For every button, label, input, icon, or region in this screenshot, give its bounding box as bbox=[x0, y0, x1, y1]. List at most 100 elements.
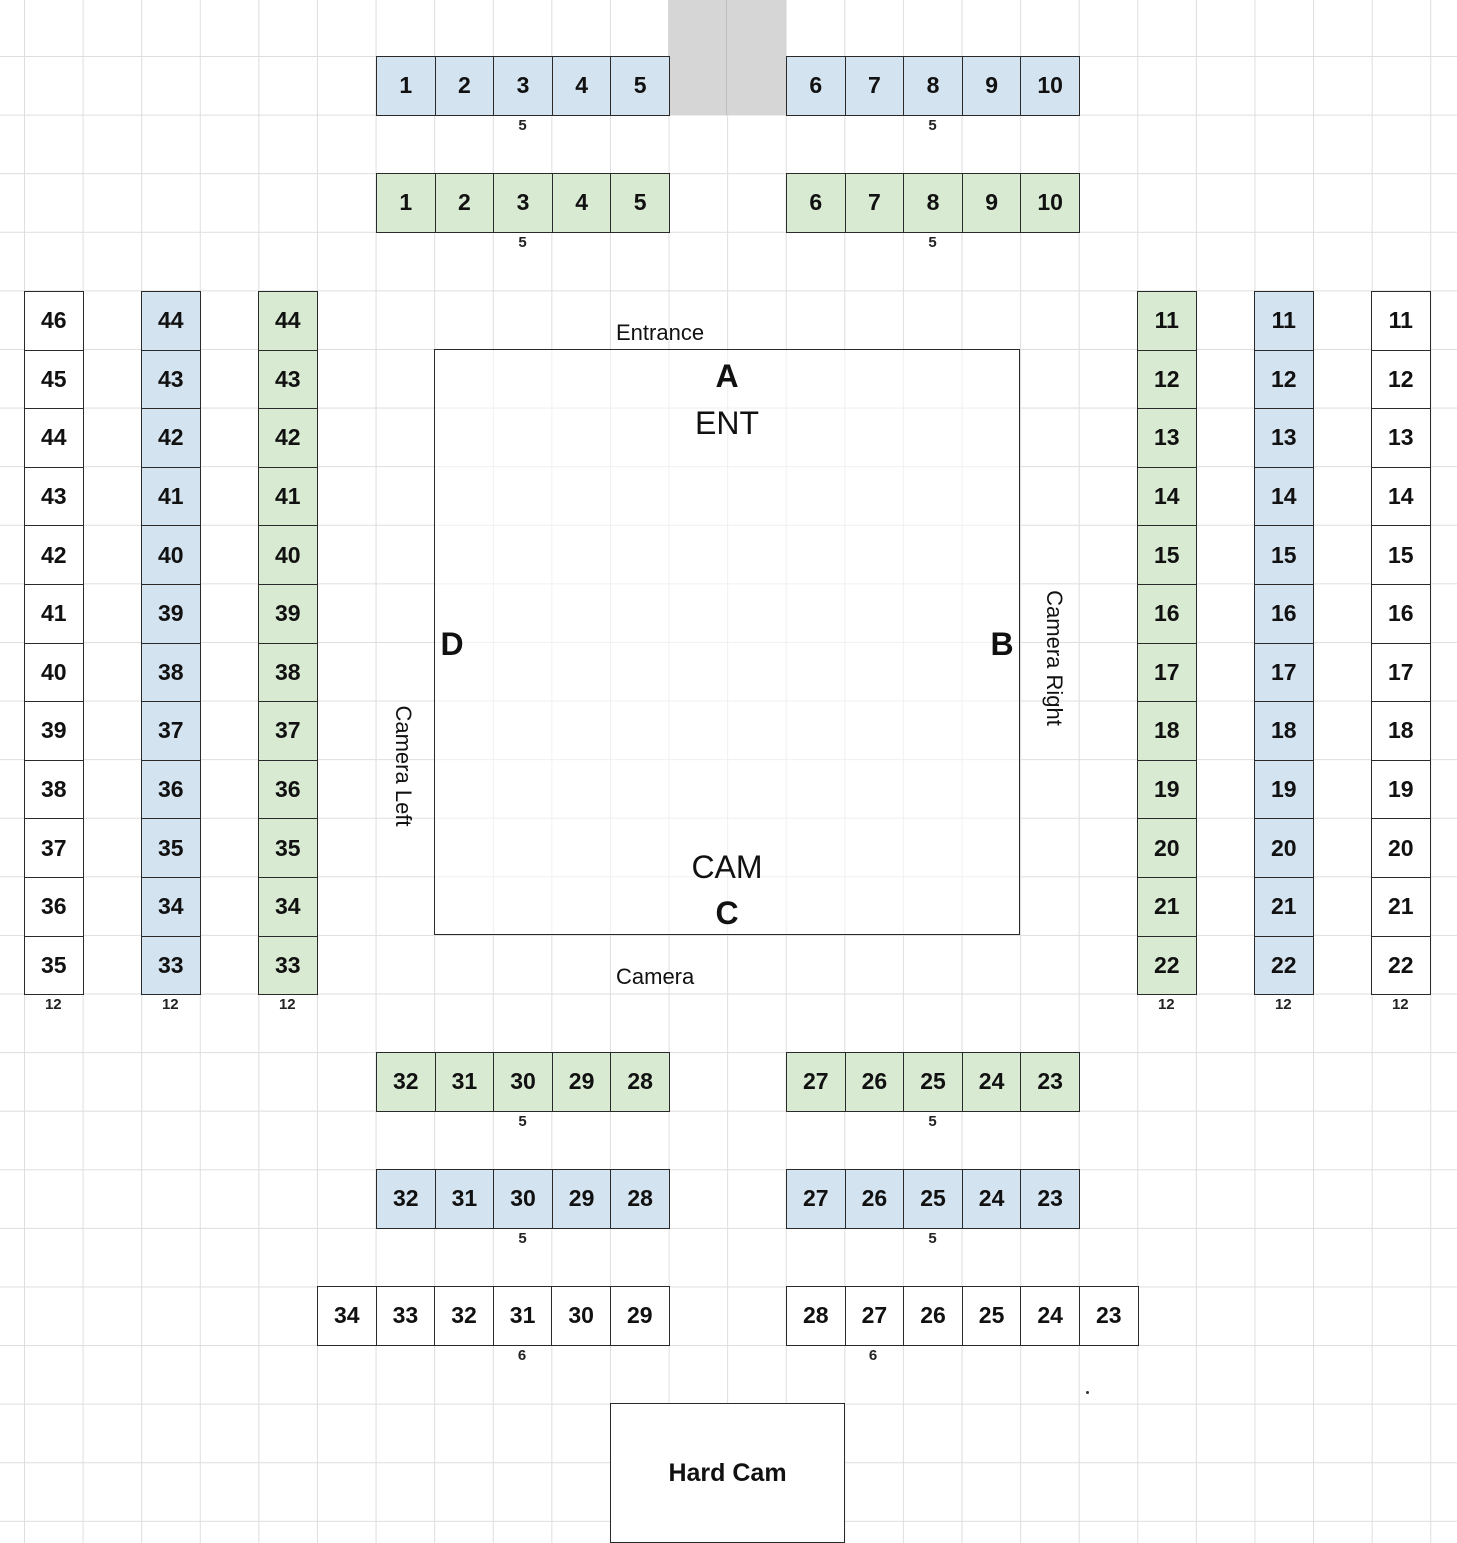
left-white-seat[interactable]: 44 bbox=[24, 408, 84, 468]
right-green-seat[interactable]: 15 bbox=[1137, 525, 1197, 585]
top-green-left-seat[interactable]: 5 bbox=[610, 173, 670, 233]
left-blue-seat[interactable]: 43 bbox=[141, 349, 201, 410]
right-white-seat[interactable]: 13 bbox=[1371, 408, 1431, 468]
left-white-seat[interactable]: 45 bbox=[24, 349, 84, 410]
right-blue-seat[interactable]: 16 bbox=[1254, 584, 1314, 644]
left-green-seat[interactable]: 43 bbox=[258, 349, 318, 410]
top-blue-left-seat[interactable]: 1 bbox=[376, 56, 436, 116]
right-blue-seat[interactable]: 11 bbox=[1254, 291, 1314, 351]
left-blue-seat[interactable]: 41 bbox=[141, 466, 201, 527]
right-white-seat[interactable]: 16 bbox=[1371, 584, 1431, 644]
top-blue-right-seat[interactable]: 7 bbox=[844, 56, 905, 116]
left-blue-seat[interactable]: 35 bbox=[141, 818, 201, 878]
top-green-left-seat[interactable]: 1 bbox=[376, 173, 436, 233]
right-green-seat[interactable]: 11 bbox=[1137, 291, 1197, 351]
bottom-white-right-seat[interactable]: 25 bbox=[961, 1286, 1022, 1346]
right-green-seat[interactable]: 12 bbox=[1137, 349, 1197, 410]
left-green-seat[interactable]: 39 bbox=[258, 584, 318, 644]
bottom-white-left-seat[interactable]: 34 bbox=[317, 1286, 377, 1346]
left-green-seat[interactable]: 44 bbox=[258, 291, 318, 351]
right-white-seat[interactable]: 12 bbox=[1371, 349, 1431, 410]
right-white-seat[interactable]: 18 bbox=[1371, 701, 1431, 761]
top-green-right-seat[interactable]: 6 bbox=[786, 173, 846, 233]
top-green-right-seat[interactable]: 9 bbox=[961, 173, 1022, 233]
bottom-green-right-seat[interactable]: 24 bbox=[961, 1052, 1022, 1112]
bottom-blue-left-seat[interactable]: 30 bbox=[493, 1169, 553, 1229]
right-white-seat[interactable]: 15 bbox=[1371, 525, 1431, 585]
bottom-white-left-seat[interactable]: 31 bbox=[492, 1286, 553, 1346]
bottom-white-left-seat[interactable]: 29 bbox=[610, 1286, 670, 1346]
right-blue-seat[interactable]: 22 bbox=[1254, 935, 1314, 996]
right-blue-seat[interactable]: 14 bbox=[1254, 466, 1314, 527]
top-green-left-seat[interactable]: 4 bbox=[551, 173, 612, 233]
top-green-right-seat[interactable]: 10 bbox=[1020, 173, 1080, 233]
bottom-blue-right-seat[interactable]: 23 bbox=[1020, 1169, 1080, 1229]
left-blue-seat[interactable]: 40 bbox=[141, 525, 201, 585]
bottom-green-right-seat[interactable]: 23 bbox=[1020, 1052, 1080, 1112]
bottom-white-left-seat[interactable]: 32 bbox=[434, 1286, 494, 1346]
right-green-seat[interactable]: 14 bbox=[1137, 466, 1197, 527]
left-green-seat[interactable]: 35 bbox=[258, 818, 318, 878]
left-white-seat[interactable]: 42 bbox=[24, 525, 84, 585]
top-blue-left-seat[interactable]: 4 bbox=[551, 56, 612, 116]
left-green-seat[interactable]: 33 bbox=[258, 935, 318, 996]
left-blue-seat[interactable]: 36 bbox=[141, 759, 201, 820]
right-green-seat[interactable]: 18 bbox=[1137, 701, 1197, 761]
right-blue-seat[interactable]: 19 bbox=[1254, 759, 1314, 820]
right-blue-seat[interactable]: 20 bbox=[1254, 818, 1314, 878]
bottom-white-right-seat[interactable]: 24 bbox=[1020, 1286, 1080, 1346]
left-white-seat[interactable]: 46 bbox=[24, 291, 84, 351]
left-white-seat[interactable]: 35 bbox=[24, 935, 84, 996]
left-blue-seat[interactable]: 42 bbox=[141, 408, 201, 468]
right-blue-seat[interactable]: 15 bbox=[1254, 525, 1314, 585]
bottom-white-right-seat[interactable]: 28 bbox=[786, 1286, 846, 1346]
top-blue-right-seat[interactable]: 6 bbox=[786, 56, 846, 116]
bottom-green-left-seat[interactable]: 28 bbox=[610, 1052, 670, 1112]
bottom-blue-right-seat[interactable]: 27 bbox=[786, 1169, 846, 1229]
right-white-seat[interactable]: 22 bbox=[1371, 935, 1431, 996]
top-green-right-seat[interactable]: 8 bbox=[903, 173, 963, 233]
bottom-green-left-seat[interactable]: 32 bbox=[376, 1052, 436, 1112]
left-blue-seat[interactable]: 34 bbox=[141, 877, 201, 937]
left-green-seat[interactable]: 36 bbox=[258, 759, 318, 820]
right-white-seat[interactable]: 21 bbox=[1371, 877, 1431, 937]
bottom-white-left-seat[interactable]: 30 bbox=[551, 1286, 611, 1346]
left-blue-seat[interactable]: 33 bbox=[141, 935, 201, 996]
right-green-seat[interactable]: 20 bbox=[1137, 818, 1197, 878]
right-green-seat[interactable]: 16 bbox=[1137, 584, 1197, 644]
right-white-seat[interactable]: 19 bbox=[1371, 759, 1431, 820]
left-green-seat[interactable]: 38 bbox=[258, 642, 318, 703]
right-blue-seat[interactable]: 18 bbox=[1254, 701, 1314, 761]
right-white-seat[interactable]: 20 bbox=[1371, 818, 1431, 878]
right-blue-seat[interactable]: 17 bbox=[1254, 642, 1314, 703]
bottom-blue-right-seat[interactable]: 24 bbox=[961, 1169, 1022, 1229]
bottom-blue-left-seat[interactable]: 31 bbox=[434, 1169, 495, 1229]
left-white-seat[interactable]: 37 bbox=[24, 818, 84, 878]
top-green-left-seat[interactable]: 2 bbox=[434, 173, 495, 233]
top-blue-right-seat[interactable]: 8 bbox=[903, 56, 963, 116]
bottom-white-right-seat[interactable]: 26 bbox=[903, 1286, 963, 1346]
right-green-seat[interactable]: 19 bbox=[1137, 759, 1197, 820]
left-white-seat[interactable]: 41 bbox=[24, 584, 84, 644]
right-green-seat[interactable]: 22 bbox=[1137, 935, 1197, 996]
bottom-green-left-seat[interactable]: 29 bbox=[551, 1052, 612, 1112]
right-green-seat[interactable]: 21 bbox=[1137, 877, 1197, 937]
bottom-blue-left-seat[interactable]: 29 bbox=[551, 1169, 612, 1229]
bottom-green-right-seat[interactable]: 26 bbox=[844, 1052, 905, 1112]
left-green-seat[interactable]: 40 bbox=[258, 525, 318, 585]
bottom-white-right-seat[interactable]: 23 bbox=[1079, 1286, 1139, 1346]
right-white-seat[interactable]: 14 bbox=[1371, 466, 1431, 527]
bottom-blue-right-seat[interactable]: 25 bbox=[903, 1169, 963, 1229]
left-white-seat[interactable]: 38 bbox=[24, 759, 84, 820]
top-blue-left-seat[interactable]: 2 bbox=[434, 56, 495, 116]
left-white-seat[interactable]: 43 bbox=[24, 466, 84, 527]
bottom-blue-right-seat[interactable]: 26 bbox=[844, 1169, 905, 1229]
left-blue-seat[interactable]: 38 bbox=[141, 642, 201, 703]
left-blue-seat[interactable]: 37 bbox=[141, 701, 201, 761]
left-green-seat[interactable]: 37 bbox=[258, 701, 318, 761]
right-green-seat[interactable]: 13 bbox=[1137, 408, 1197, 468]
right-white-seat[interactable]: 17 bbox=[1371, 642, 1431, 703]
top-green-right-seat[interactable]: 7 bbox=[844, 173, 905, 233]
top-blue-right-seat[interactable]: 10 bbox=[1020, 56, 1080, 116]
left-white-seat[interactable]: 36 bbox=[24, 877, 84, 937]
